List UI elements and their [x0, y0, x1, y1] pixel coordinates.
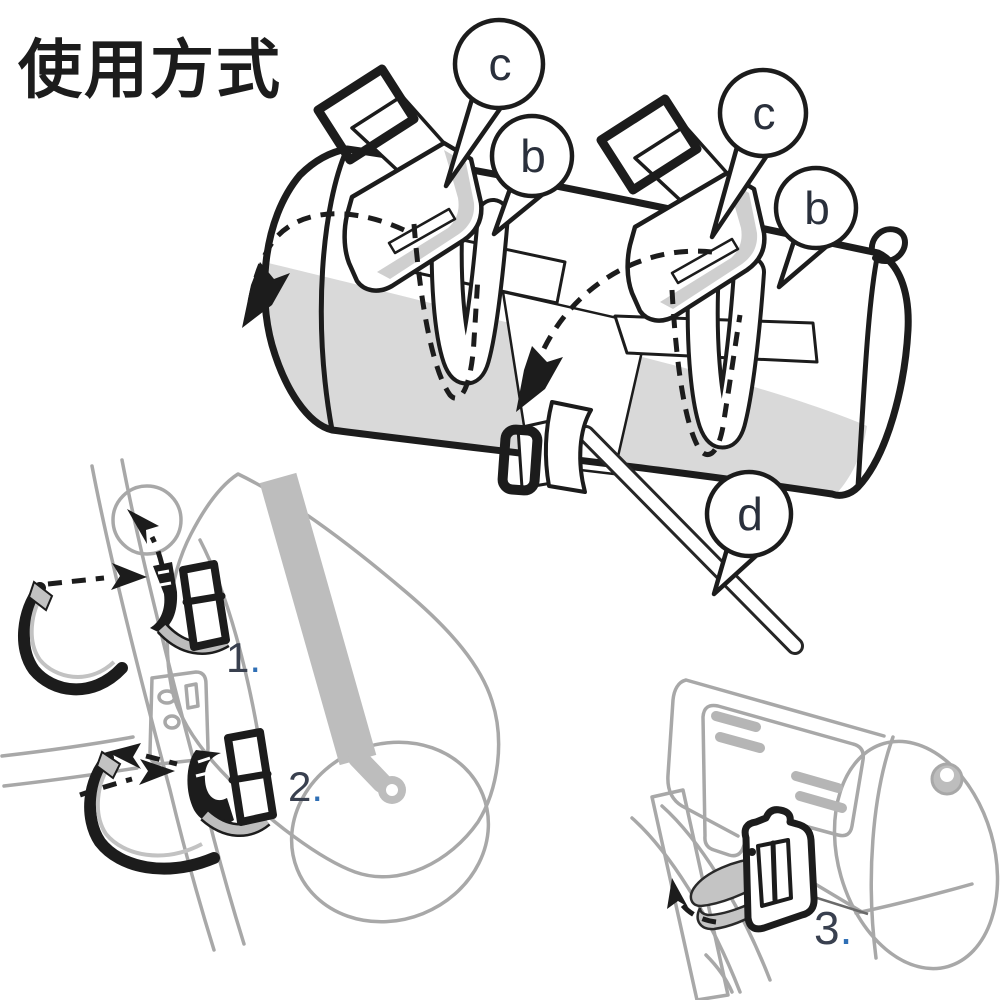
vent-slot — [791, 771, 843, 793]
main-bag-illustration — [242, 69, 912, 655]
fork-tube-edge — [120, 458, 246, 946]
callout-b2: b — [773, 165, 859, 290]
dashed-arrow-line — [145, 753, 178, 767]
bar-tube-edge — [630, 816, 742, 994]
arrow-up-icon — [127, 509, 159, 544]
callout-c2: c — [709, 67, 809, 240]
callout-c1-label: c — [489, 38, 512, 90]
dashed-arrow-line — [676, 898, 717, 925]
bracket-hole — [157, 689, 177, 705]
handlebar-ring — [111, 484, 183, 556]
vent-slot — [711, 711, 761, 732]
crossbar-edge — [0, 735, 135, 758]
bag-stripe — [259, 472, 377, 766]
left-cap-seam — [318, 146, 350, 433]
callout-b1: b — [489, 113, 575, 237]
end-cap-lower-seam — [854, 882, 974, 915]
rubber-hook-2-tip — [95, 750, 122, 780]
rubber-hook-1-inner — [29, 590, 116, 679]
rubber-hook-2-inner — [95, 760, 203, 858]
bag-rear-end-cap — [832, 739, 1000, 971]
mount-clip-pin — [748, 848, 756, 856]
bracket-slot — [184, 682, 200, 710]
arrow-up-icon — [667, 878, 688, 909]
callout-bubble — [489, 113, 575, 199]
vent-slot — [715, 732, 765, 753]
page-title: 使用方式 — [18, 34, 282, 106]
callout-bubble — [717, 67, 809, 159]
hook-clip-1 — [150, 562, 178, 632]
callout-b1-label: b — [520, 130, 546, 182]
dashed-arrow-line — [149, 535, 165, 566]
callout-c2-label: c — [753, 87, 776, 139]
step-3-label: 3. — [814, 902, 852, 954]
callout-bubble — [704, 469, 794, 559]
hang-loop-hole — [940, 768, 954, 782]
callout-c1: c — [443, 17, 546, 189]
routing-dash-center — [528, 248, 713, 382]
dashed-arrow-line — [47, 575, 105, 587]
fork-tube — [650, 788, 730, 1000]
rubber-hook-1 — [18, 582, 128, 696]
strap-assembly-1 — [318, 69, 567, 385]
arrow-right-icon — [111, 563, 147, 590]
routing-dash-loop-1 — [411, 223, 481, 401]
step-1-label: 1. — [226, 634, 261, 681]
stripe-loop-hole — [386, 784, 398, 796]
loop-strap-1 — [433, 197, 506, 381]
hook-clip-2 — [187, 750, 234, 825]
callouts: c b c b d — [443, 17, 859, 597]
arrow-down-left-icon — [242, 262, 290, 328]
buckle-1-bar — [182, 592, 226, 606]
hook-clip-2-slits — [195, 756, 211, 778]
bracket-hole — [163, 714, 181, 730]
callout-bubble — [452, 17, 546, 111]
strap-d — [580, 428, 801, 652]
bag-end-cap — [289, 740, 491, 924]
fork-tube-edge — [90, 464, 216, 952]
hook-clip-1-slits — [157, 569, 172, 587]
steps-1-2-illustration: 1. 2. — [0, 458, 501, 952]
callout-d: d — [704, 469, 794, 597]
callout-bubble — [773, 165, 859, 251]
mount-clip-slot — [770, 840, 778, 903]
arrow-left-icon — [107, 743, 141, 769]
vent-slot — [795, 791, 847, 813]
callout-d-label: d — [737, 488, 763, 540]
bottom-band — [543, 400, 593, 494]
arrow-down-left-icon — [516, 346, 563, 412]
strap-2 — [201, 811, 269, 835]
step-3-illustration: 3. — [630, 678, 1000, 1000]
bag-stripe-tail — [348, 748, 392, 793]
bottom-strap-assembly — [497, 400, 804, 655]
dashed-arrow-line — [79, 776, 133, 798]
tube-stub — [704, 953, 734, 994]
rubber-hook-2 — [84, 752, 220, 875]
right-cap-seam — [855, 250, 881, 490]
d-ring — [497, 424, 543, 496]
side-tab — [868, 226, 908, 264]
arrow-right-icon — [139, 759, 175, 785]
routing-dash-loop-2 — [669, 289, 743, 458]
rubber-hook-1-tip — [27, 580, 54, 612]
crossbar-edge — [2, 766, 139, 788]
step-2-label: 2. — [288, 763, 323, 810]
callout-b2-label: b — [804, 182, 830, 234]
buckle-1 — [179, 560, 230, 651]
end-cap-seam — [869, 735, 895, 960]
buckle-2-bar — [228, 770, 272, 784]
